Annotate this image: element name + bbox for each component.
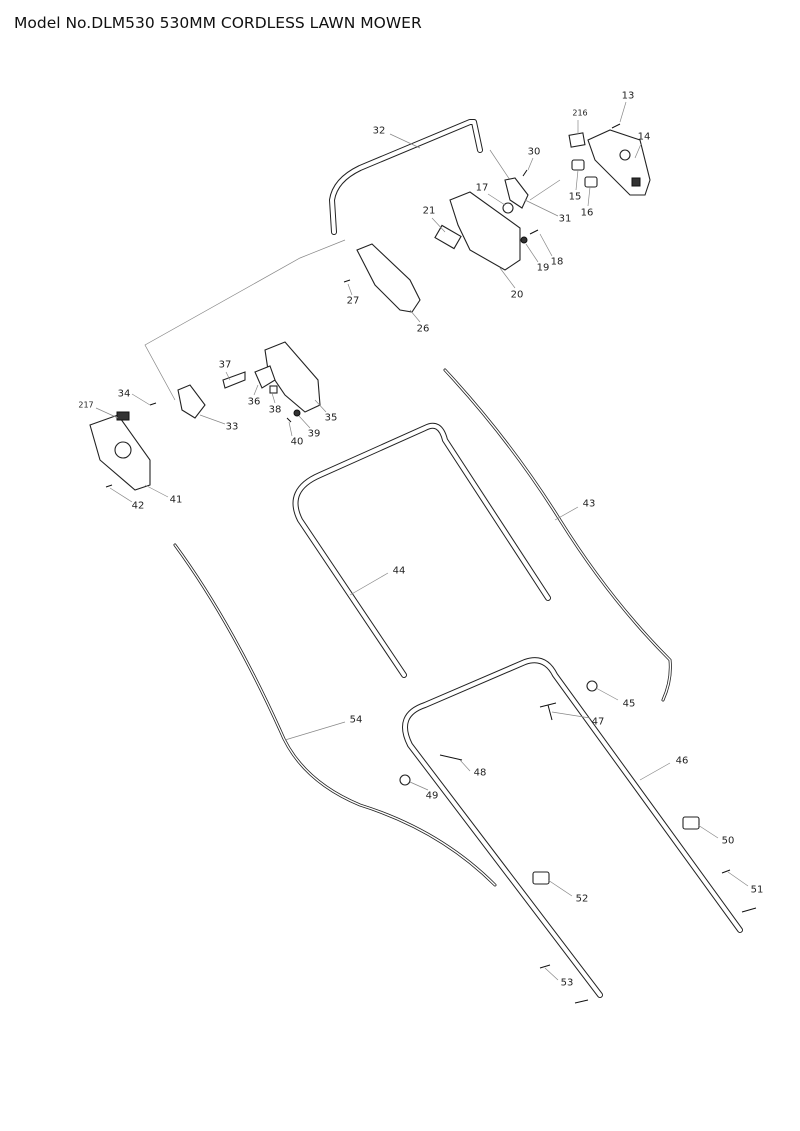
part-51-bolt — [721, 869, 757, 913]
part-40-screw — [286, 417, 292, 423]
part-26-cover — [356, 243, 421, 313]
part-label-44: 44 — [392, 565, 406, 577]
part-21-cover — [434, 224, 462, 250]
part-54-cable — [173, 543, 497, 887]
part-label-18: 18 — [550, 256, 564, 268]
part-13-screw — [611, 123, 621, 129]
part-label-16: 16 — [580, 207, 594, 219]
part-48-bolt — [439, 754, 463, 761]
part-label-50: 50 — [721, 835, 735, 847]
part-15-button — [571, 159, 585, 171]
part-18-screw — [529, 229, 539, 235]
part-label-32: 32 — [372, 125, 386, 137]
part-label-21: 21 — [422, 205, 436, 217]
part-label-217: 217 — [78, 400, 94, 410]
part-34-screw — [149, 402, 157, 406]
part-14-switch-housing — [587, 129, 651, 196]
part-37-spring — [222, 371, 246, 389]
part-label-45: 45 — [622, 698, 636, 710]
part-31-lever — [504, 177, 529, 209]
part-45-knob — [586, 680, 598, 692]
part-36-part — [254, 365, 276, 389]
part-label-30: 30 — [527, 146, 541, 158]
part-49-knob — [399, 774, 411, 786]
part-label-39: 39 — [307, 428, 321, 440]
part-label-216: 216 — [572, 108, 588, 118]
part-label-46: 46 — [675, 755, 689, 767]
part-33-lever — [177, 384, 206, 419]
part-label-40: 40 — [290, 436, 304, 448]
part-32-bail-bar — [329, 119, 483, 235]
part-43-cable — [443, 368, 672, 702]
page-title: Model No.DLM530 530MM CORDLESS LAWN MOWE… — [14, 14, 422, 32]
part-label-19: 19 — [536, 262, 550, 274]
part-label-17: 17 — [475, 182, 489, 194]
part-label-42: 42 — [131, 500, 145, 512]
part-label-31: 31 — [558, 213, 572, 225]
part-53-bolt — [539, 964, 589, 1004]
part-label-37: 37 — [218, 359, 232, 371]
part-38-part — [269, 385, 278, 394]
part-label-49: 49 — [425, 790, 439, 802]
part-label-54: 54 — [349, 714, 363, 726]
part-52-clip — [532, 871, 550, 885]
part-16-button — [584, 176, 598, 188]
part-label-33: 33 — [225, 421, 239, 433]
assembly-line — [144, 239, 346, 401]
assembly-line — [489, 149, 561, 201]
part-42-screw — [105, 484, 113, 488]
part-19-nut — [520, 236, 528, 244]
part-label-51: 51 — [750, 884, 764, 896]
part-217-label — [116, 411, 130, 421]
part-label-34: 34 — [117, 388, 131, 400]
part-50-clip — [682, 816, 700, 830]
part-39-nut — [293, 409, 301, 417]
part-27-screw — [343, 279, 351, 283]
part-47-bolt — [539, 702, 557, 721]
part-44-upper-handle — [292, 422, 551, 678]
part-label-13: 13 — [621, 90, 635, 102]
part-label-14: 14 — [637, 131, 651, 143]
part-label-53: 53 — [560, 977, 574, 989]
part-label-35: 35 — [324, 412, 338, 424]
part-17-spring — [502, 202, 514, 214]
part-label-38: 38 — [268, 404, 282, 416]
part-20-housing — [449, 191, 521, 271]
part-label-48: 48 — [473, 767, 487, 779]
part-label-26: 26 — [416, 323, 430, 335]
part-label-52: 52 — [575, 893, 589, 905]
part-label-47: 47 — [591, 716, 605, 728]
part-216-label — [568, 132, 586, 148]
part-label-36: 36 — [247, 396, 261, 408]
part-label-43: 43 — [582, 498, 596, 510]
part-label-27: 27 — [346, 295, 360, 307]
part-label-15: 15 — [568, 191, 582, 203]
part-30-screw — [522, 169, 528, 177]
part-46-lower-handle — [402, 657, 743, 998]
part-label-41: 41 — [169, 494, 183, 506]
leader-lines — [95, 101, 749, 981]
part-label-20: 20 — [510, 289, 524, 301]
